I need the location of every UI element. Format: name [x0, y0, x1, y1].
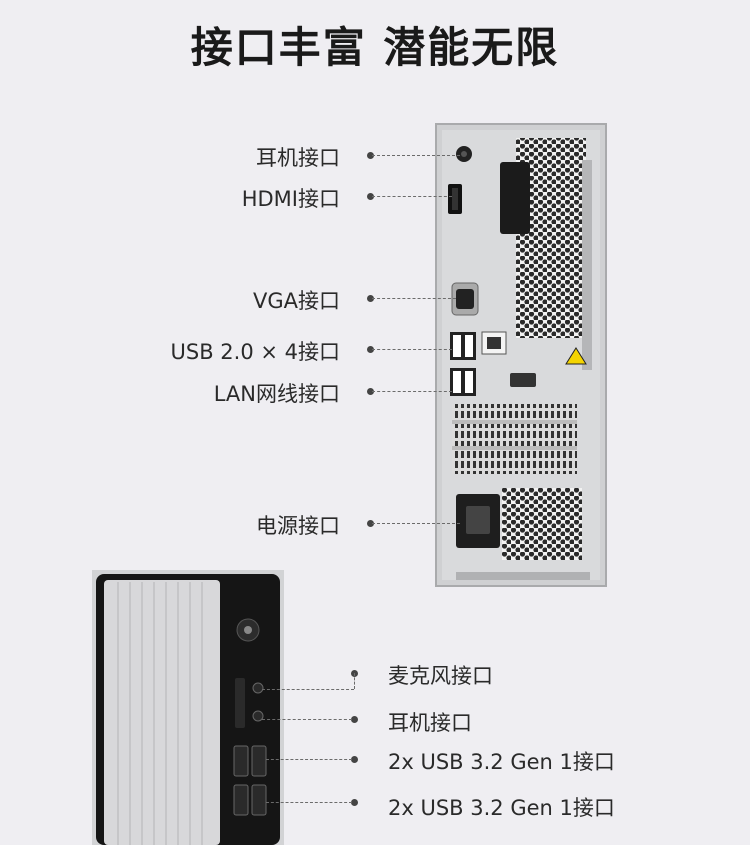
leader-line [372, 196, 452, 197]
leader-line [372, 391, 452, 392]
leader-dot [351, 756, 358, 763]
leader-dot [367, 193, 374, 200]
leader-line [354, 673, 355, 689]
rear-port-label-hdmi: HDMI接口 [241, 187, 340, 211]
rear-port-label-vga: VGA接口 [252, 289, 340, 313]
leader-dot [367, 152, 374, 159]
front-port-label-usb3-upper: 2x USB 3.2 Gen 1接口 [388, 750, 615, 774]
front-panel-illustration [92, 570, 284, 845]
front-port-label-microphone: 麦克风接口 [388, 664, 493, 688]
front-port-label-usb3-lower: 2x USB 3.2 Gen 1接口 [388, 796, 615, 820]
rear-port-label-usb2: USB 2.0 × 4接口 [170, 340, 341, 364]
rear-port-label-power: 电源接口 [256, 514, 340, 538]
leader-line [372, 523, 460, 524]
leader-line [372, 349, 452, 350]
leader-line [262, 689, 354, 690]
leader-line [372, 155, 460, 156]
rear-port-label-headphone: 耳机接口 [256, 146, 340, 170]
leader-line [266, 759, 352, 760]
leader-line [266, 802, 352, 803]
page-title: 接口丰富 潜能无限 [190, 23, 560, 72]
leader-dot [367, 388, 374, 395]
front-port-label-headphone: 耳机接口 [388, 711, 472, 735]
leader-dot [367, 295, 374, 302]
leader-dot [367, 346, 374, 353]
rear-panel-illustration [435, 123, 607, 587]
leader-dot [367, 520, 374, 527]
rear-port-label-lan: LAN网线接口 [213, 382, 340, 406]
leader-line [372, 298, 456, 299]
leader-line [262, 719, 352, 720]
leader-dot [351, 799, 358, 806]
leader-dot [351, 716, 358, 723]
